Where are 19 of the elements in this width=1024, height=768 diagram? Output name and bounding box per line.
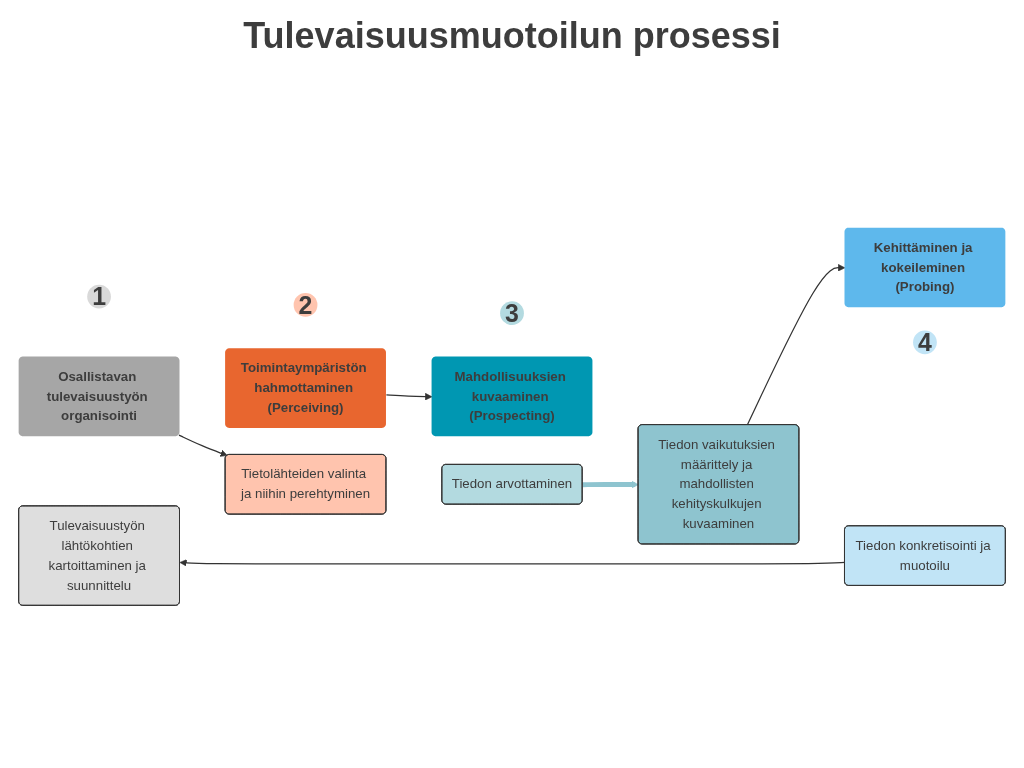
stage-description-box: Tiedon konkretisointi ja muotoilu xyxy=(844,524,1006,586)
arrow xyxy=(179,558,846,567)
stage-description-box: Tiedon vaikutuksien määrittely ja mahdollisten kehityskulkujen kuvaaminen xyxy=(637,423,800,544)
diagram-title: Tulevaisuusmuotoilun prosessi xyxy=(243,14,781,58)
step-number-circle: 4 xyxy=(913,328,937,356)
stage-heading-box: Kehittäminen ja kokeileminen (Probing) xyxy=(844,227,1006,307)
stage-description-box: Tulevaisuustyön lähtökohtien kartoittaminen ja suunnittelu xyxy=(18,504,180,606)
stage-heading-box: Mahdollisuuksien kuvaaminen (Prospecting) xyxy=(431,356,593,436)
stage-heading-box: Toimintaympäristön hahmottaminen (Perceiving) xyxy=(225,347,386,428)
arrow xyxy=(178,434,228,457)
step-number-circle: 2 xyxy=(293,290,318,319)
arrow xyxy=(746,263,846,426)
stage-description-box: Tietolähteiden valinta ja niihin perehtyminen xyxy=(224,453,387,515)
arrow xyxy=(385,392,433,400)
step-number-circle: 1 xyxy=(87,282,111,310)
stage-heading-box: Osallistavan tulevaisuustyön organisointi xyxy=(18,356,180,436)
stage-description-box: Tiedon arvottaminen xyxy=(441,463,583,505)
step-number-circle: 3 xyxy=(500,299,524,327)
arrow xyxy=(582,480,639,488)
